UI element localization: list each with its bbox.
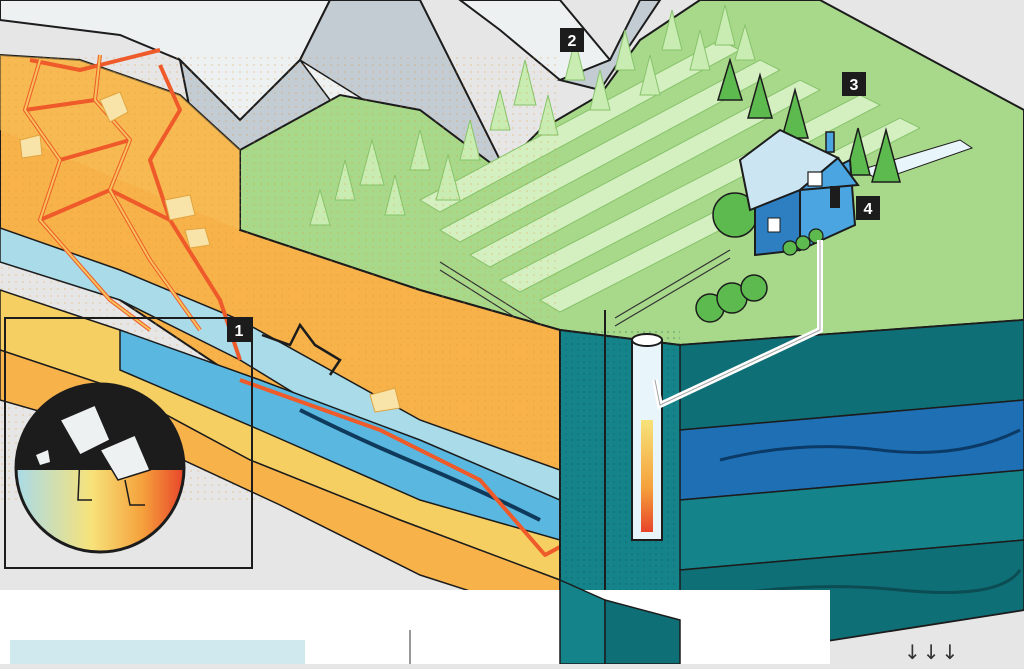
down-arrows-icon: ↓↓↓ — [904, 640, 961, 664]
marker-3-label: 3 — [850, 77, 859, 94]
marker-2-label: 2 — [568, 33, 577, 50]
lower-panel — [0, 578, 830, 665]
house-icon — [738, 128, 860, 257]
marker-4: 4 — [856, 196, 880, 220]
marker-4-label: 4 — [864, 201, 873, 218]
teal-cross-section — [559, 318, 1024, 665]
marker-1: 1 — [227, 318, 251, 342]
marker-3: 3 — [842, 72, 866, 96]
marker-1-label: 1 — [235, 323, 244, 340]
fault-crack — [261, 322, 342, 376]
well-pipe — [631, 240, 823, 541]
marker-2: 2 — [560, 28, 584, 52]
